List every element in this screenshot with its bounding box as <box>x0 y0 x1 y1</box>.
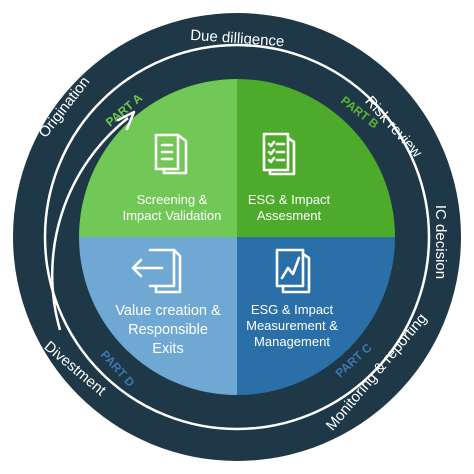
exit-arrow-icon <box>131 248 182 294</box>
quadrant-bottom-left-text: Value creation & Responsible Exits <box>115 303 221 357</box>
top-left-line-1: Screening & <box>137 192 208 207</box>
label-ic-decision: IC decision <box>432 205 449 279</box>
quadrant-top-right <box>237 79 395 237</box>
bottom-right-line-1: ESG & Impact <box>251 302 334 317</box>
cycle-arrow <box>50 110 136 331</box>
label-due-diligence: Due dilligence <box>190 27 285 51</box>
bottom-left-line-1: Value creation & <box>115 303 221 319</box>
quadrants <box>79 79 395 395</box>
quadrant-top-left-text: Screening & Impact Validation <box>123 192 222 223</box>
top-left-line-2: Impact Validation <box>123 208 222 223</box>
quadrant-top-right-text: ESG & Impact Assesment <box>248 192 331 223</box>
top-right-line-1: ESG & Impact <box>248 192 331 207</box>
white-ring <box>43 43 431 431</box>
quadrant-bottom-left <box>79 237 237 395</box>
chart-document-icon <box>275 248 311 294</box>
quadrant-top-left <box>79 79 237 237</box>
bottom-right-line-3: Management <box>254 334 330 349</box>
top-right-line-2: Assesment <box>257 208 322 223</box>
document-lines-icon <box>154 133 188 175</box>
bottom-left-line-2: Responsible <box>128 322 208 338</box>
quadrant-bottom-right-text: ESG & Impact Measurement & Management <box>246 302 338 349</box>
bottom-right-line-2: Measurement & <box>246 318 338 333</box>
bottom-left-line-3: Exits <box>152 341 183 357</box>
checklist-icon <box>262 132 296 176</box>
